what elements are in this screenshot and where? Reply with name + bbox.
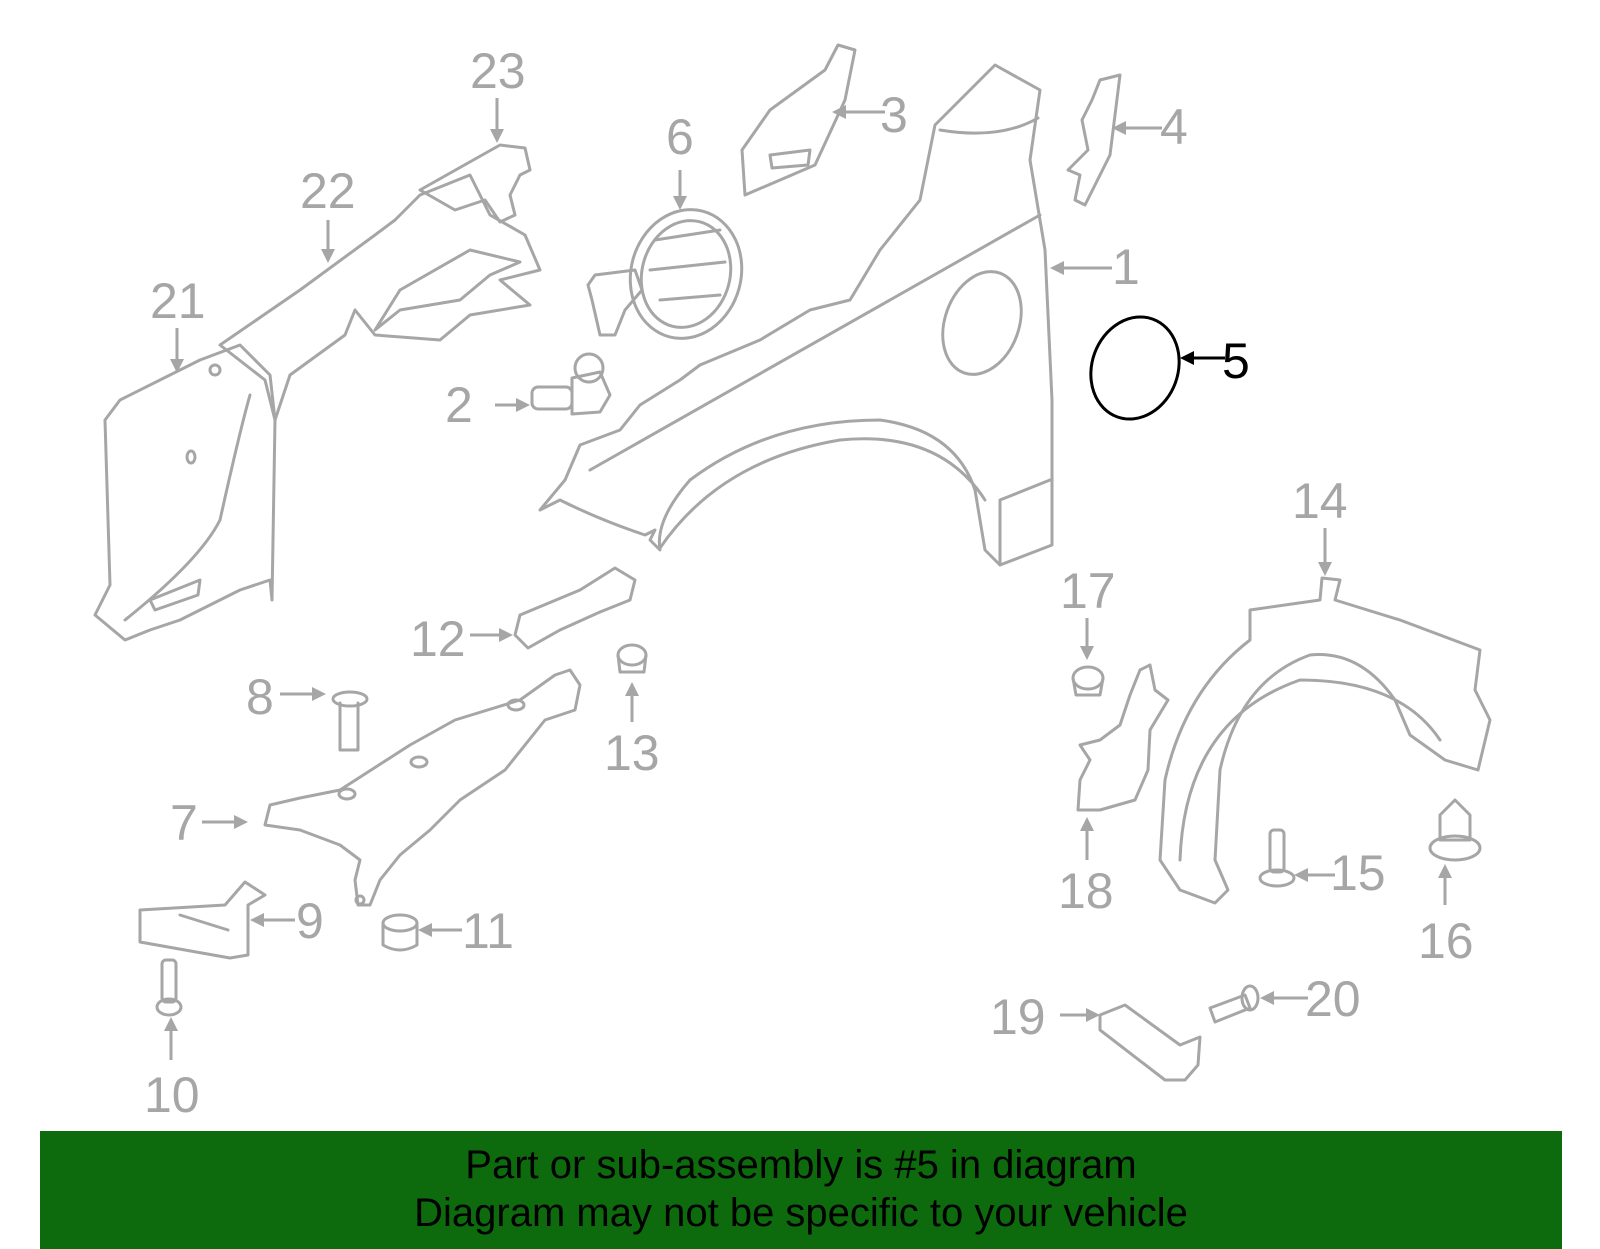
arrow-12-head [499, 628, 513, 642]
arrow-8-head [312, 687, 326, 701]
callout-5[interactable]: 5 [1222, 333, 1250, 389]
callout-9[interactable]: 9 [296, 893, 324, 949]
callout-14[interactable]: 14 [1292, 473, 1348, 529]
part-15-screw[interactable] [1258, 828, 1296, 888]
arrow-17-head [1080, 646, 1094, 660]
callout-2[interactable]: 2 [445, 377, 473, 433]
callout-17[interactable]: 17 [1060, 563, 1116, 619]
info-banner: Part or sub-assembly is #5 in diagram Di… [40, 1131, 1562, 1249]
callout-16[interactable]: 16 [1418, 913, 1474, 969]
callout-1[interactable]: 1 [1112, 239, 1140, 295]
part-20-bolt[interactable] [1208, 984, 1260, 1024]
callout-18[interactable]: 18 [1058, 863, 1114, 919]
callout-10[interactable]: 10 [144, 1067, 200, 1123]
arrow-13-head [625, 682, 639, 696]
callout-3[interactable]: 3 [880, 87, 908, 143]
part-4-bracket[interactable] [1066, 73, 1122, 207]
part-17-nut[interactable] [1071, 665, 1105, 697]
arrow-15-head [1294, 868, 1308, 882]
part-14-liner[interactable] [1158, 576, 1492, 905]
arrow-11-head [418, 923, 432, 937]
callout-20[interactable]: 20 [1305, 971, 1361, 1027]
arrow-19-head [1086, 1008, 1100, 1022]
part-1-fender[interactable] [538, 63, 1054, 567]
arrow-3-head [832, 105, 846, 119]
arrow-23-head [490, 129, 504, 143]
callout-12[interactable]: 12 [410, 611, 466, 667]
part-3-bracket[interactable] [740, 43, 857, 197]
arrow-18-head [1080, 817, 1094, 831]
part-21-apron[interactable] [93, 343, 277, 642]
part-6-fuel-door[interactable] [586, 197, 756, 351]
part-23-bracket[interactable] [418, 143, 532, 224]
callout-19[interactable]: 19 [990, 989, 1046, 1045]
parts-diagram: 1 2 3 4 5 6 7 8 9 10 11 12 13 14 15 16 1… [93, 43, 1492, 1123]
arrow-7-head [234, 815, 248, 829]
arrow-10-head [164, 1017, 178, 1031]
banner-line-part: Part or sub-assembly is #5 in diagram [465, 1143, 1137, 1187]
callout-15[interactable]: 15 [1330, 845, 1386, 901]
part-5-seal[interactable] [1077, 304, 1193, 431]
callout-arrows [164, 98, 1452, 1060]
callout-6[interactable]: 6 [666, 109, 694, 165]
part-16-pin[interactable] [1428, 798, 1482, 862]
part-12-bracket[interactable] [513, 566, 637, 650]
arrow-1-head [1050, 261, 1064, 275]
part-9-bracket[interactable] [138, 880, 267, 960]
arrow-5-head [1180, 351, 1194, 365]
part-10-bolt[interactable] [155, 958, 183, 1017]
part-11-clip[interactable] [381, 913, 419, 952]
arrow-2-head [516, 398, 530, 412]
arrow-14-head [1318, 562, 1332, 576]
callout-13[interactable]: 13 [604, 725, 660, 781]
part-7-support[interactable] [263, 668, 582, 907]
arrow-22-head [321, 249, 335, 263]
callout-22[interactable]: 22 [300, 163, 356, 219]
callout-labels: 1 2 3 4 5 6 7 8 9 10 11 12 13 14 15 16 1… [144, 43, 1474, 1123]
banner-line-disclaimer: Diagram may not be specific to your vehi… [414, 1191, 1188, 1235]
arrow-9-head [250, 913, 264, 927]
callout-4[interactable]: 4 [1160, 99, 1188, 155]
part-22-rail[interactable] [218, 173, 542, 422]
part-19-bracket[interactable] [1098, 1003, 1202, 1082]
arrow-21-head [170, 359, 184, 373]
part-8-pin[interactable] [331, 690, 369, 752]
part-13-nut[interactable] [616, 643, 648, 674]
part-18-bracket[interactable] [1076, 663, 1170, 812]
arrow-20-head [1260, 991, 1274, 1005]
part-2-bolt[interactable] [530, 352, 612, 416]
arrow-6-head [673, 196, 687, 210]
callout-23[interactable]: 23 [470, 43, 526, 99]
callout-7[interactable]: 7 [170, 795, 198, 851]
callout-8[interactable]: 8 [246, 669, 274, 725]
callout-11[interactable]: 11 [462, 903, 514, 959]
callout-21[interactable]: 21 [150, 273, 206, 329]
arrow-16-head [1438, 864, 1452, 878]
arrow-4-head [1112, 121, 1126, 135]
